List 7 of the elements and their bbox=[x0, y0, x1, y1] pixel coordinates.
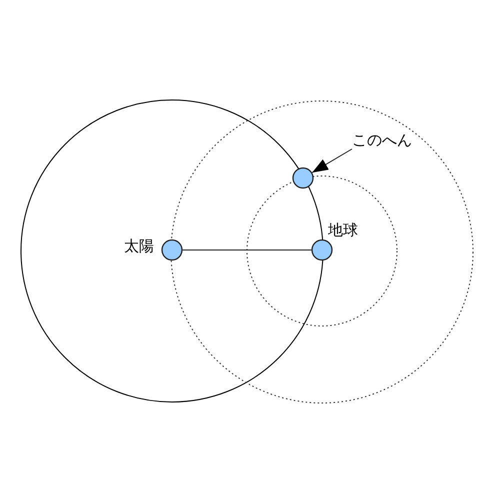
earth-label: 地球 bbox=[328, 221, 358, 239]
point-marker bbox=[292, 167, 314, 189]
earth-marker bbox=[311, 239, 333, 261]
sun-label: 太陽 bbox=[124, 237, 154, 255]
sun-marker bbox=[161, 239, 183, 261]
annotation-label: このへん bbox=[352, 131, 412, 149]
arrow bbox=[312, 148, 352, 174]
